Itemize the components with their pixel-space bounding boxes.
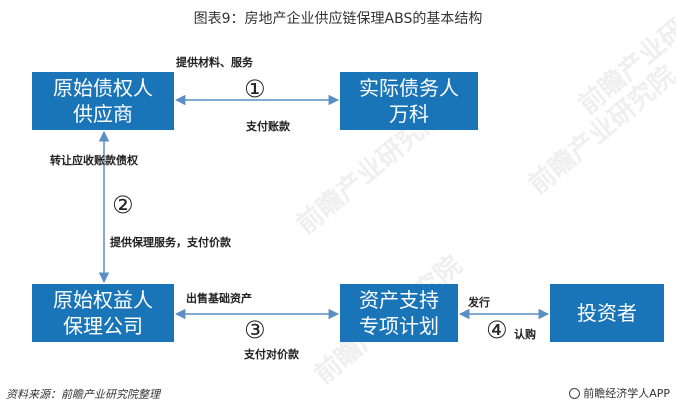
factoring-line1: 原始权益人	[53, 288, 153, 312]
label-supply: 提供材料、服务	[176, 56, 253, 69]
creditor-box: 原始债权人 供应商	[32, 72, 174, 130]
brand-mark: 前瞻经济学人APP	[569, 385, 670, 401]
investor-line1: 投资者	[577, 301, 637, 325]
abs-line1: 资产支持	[359, 288, 439, 312]
source-note: 资料来源：前瞻产业研究院整理	[6, 388, 160, 401]
step-two: ②	[112, 191, 134, 219]
brand-logo-icon	[569, 388, 581, 399]
debtor-box: 实际债务人 万科	[340, 72, 478, 130]
label-factoring-service: 提供保理服务，支付价款	[110, 236, 231, 249]
step-one: ①	[244, 75, 266, 103]
abs-box: 资产支持 专项计划	[340, 284, 458, 342]
brand-text: 前瞻经济学人APP	[583, 387, 670, 400]
step-four: ④	[486, 316, 508, 344]
debtor-line2: 万科	[389, 102, 429, 126]
label-sell-assets: 出售基础资产	[186, 292, 252, 305]
figure-title: 图表9：房地产企业供应链保理ABS的基本结构	[193, 11, 483, 27]
creditor-line1: 原始债权人	[53, 76, 153, 100]
factoring-line2: 保理公司	[63, 314, 143, 338]
step-three: ③	[244, 316, 266, 344]
label-pay-price: 支付对价款	[244, 348, 299, 361]
label-issue: 发行	[468, 296, 490, 309]
label-transfer: 转让应收账款债权	[50, 154, 138, 167]
label-subscribe: 认购	[514, 328, 536, 341]
debtor-line1: 实际债务人	[359, 76, 459, 100]
creditor-line2: 供应商	[73, 102, 133, 126]
label-pay-account: 支付账款	[246, 120, 290, 133]
investor-box: 投资者	[550, 284, 664, 342]
abs-line2: 专项计划	[359, 314, 439, 338]
factoring-box: 原始权益人 保理公司	[32, 284, 174, 342]
